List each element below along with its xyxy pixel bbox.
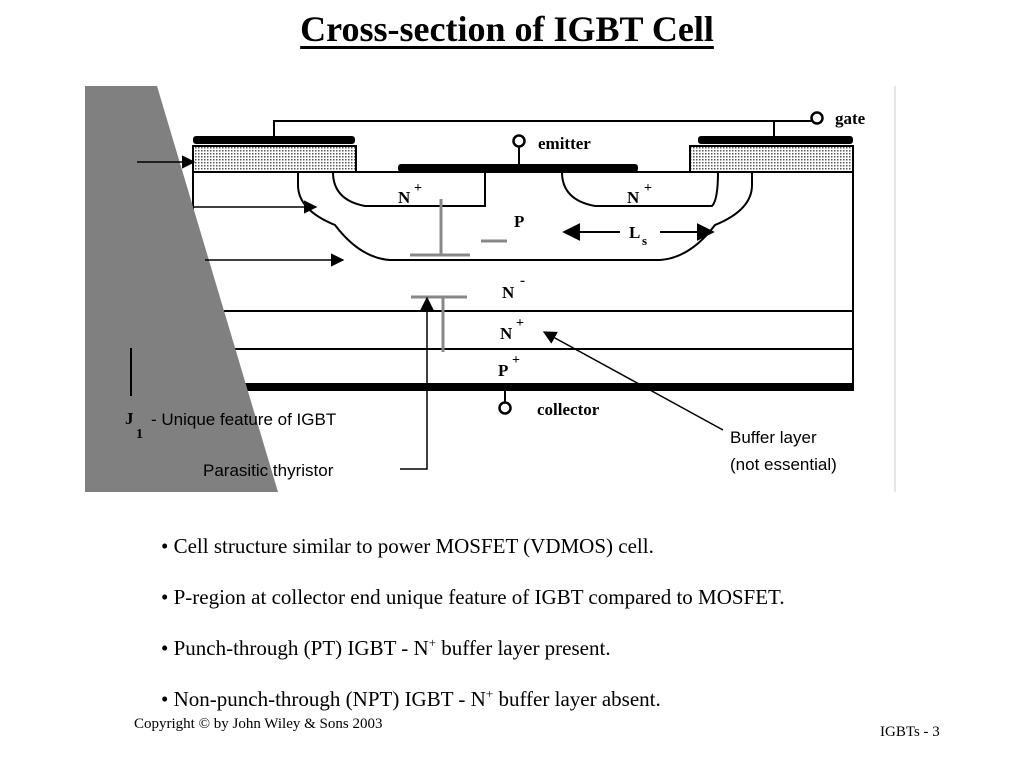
emitter-label: emitter bbox=[538, 134, 591, 153]
p-plus-label: P bbox=[498, 361, 508, 380]
gate-oxide-right bbox=[689, 145, 854, 173]
n-plus-source-left bbox=[332, 171, 486, 207]
p-plus-sup: + bbox=[512, 353, 520, 368]
ls-label: L bbox=[629, 223, 640, 242]
buffer-layer-label: Buffer layer bbox=[730, 428, 817, 447]
copyright-footer: Copyright © by John Wiley & Sons 2003 bbox=[134, 716, 383, 732]
bullet-list: • Cell structure similar to power MOSFET… bbox=[161, 518, 785, 722]
slide-title: Cross-section of IGBT Cell bbox=[300, 9, 714, 49]
gate-label: gate bbox=[835, 109, 866, 128]
bullet-item: • Non-punch-through (NPT) IGBT - N+ buff… bbox=[161, 686, 661, 711]
buffer-layer-note: (not essential) bbox=[730, 455, 837, 474]
n-minus-label: N bbox=[502, 283, 515, 302]
n-plus-buffer-label: N bbox=[500, 324, 513, 343]
n-plus-label-right: N bbox=[627, 188, 640, 207]
j1-label: J bbox=[125, 409, 134, 428]
n-plus-sup-left: + bbox=[414, 181, 422, 196]
collector-metal bbox=[193, 383, 854, 391]
buffer-layer-pointer bbox=[542, 331, 724, 431]
parasitic-thyristor-pointer bbox=[400, 296, 434, 470]
bullet-item: • P-region at collector end unique featu… bbox=[161, 585, 785, 609]
gate-wire bbox=[273, 120, 812, 136]
gate-metal-right bbox=[698, 136, 853, 144]
emitter-metal bbox=[398, 164, 638, 172]
n-plus-label-left: N bbox=[398, 188, 411, 207]
collector-terminal bbox=[498, 401, 512, 415]
collector-label: collector bbox=[537, 400, 600, 419]
gate-terminal bbox=[810, 111, 824, 125]
emitter-terminal bbox=[512, 134, 526, 148]
bullet-item: • Cell structure similar to power MOSFET… bbox=[161, 534, 654, 558]
gate-oxide-left bbox=[192, 145, 357, 173]
gate-metal-left bbox=[193, 136, 355, 144]
n-plus-buffer-sup: + bbox=[516, 316, 524, 331]
page-number: IGBTs - 3 bbox=[880, 724, 940, 740]
gray-overlay-shape bbox=[85, 86, 278, 492]
j1-subscript: 1 bbox=[136, 427, 143, 442]
p-body-region bbox=[297, 172, 753, 261]
n-plus-sup-right: + bbox=[644, 181, 652, 196]
n-plus-source-right bbox=[561, 171, 719, 207]
parasitic-thyristor-label: Parasitic thyristor bbox=[203, 461, 334, 480]
ls-subscript: s bbox=[642, 233, 647, 248]
n-minus-sup: - bbox=[520, 273, 525, 289]
p-region-label: P bbox=[514, 212, 524, 231]
igbt-cross-section-diagram: gate emitter N + N + P L s N - N + P + c… bbox=[85, 86, 896, 492]
j1-description: - Unique feature of IGBT bbox=[151, 410, 336, 429]
bullet-item: • Punch-through (PT) IGBT - N+ buffer la… bbox=[161, 635, 611, 660]
